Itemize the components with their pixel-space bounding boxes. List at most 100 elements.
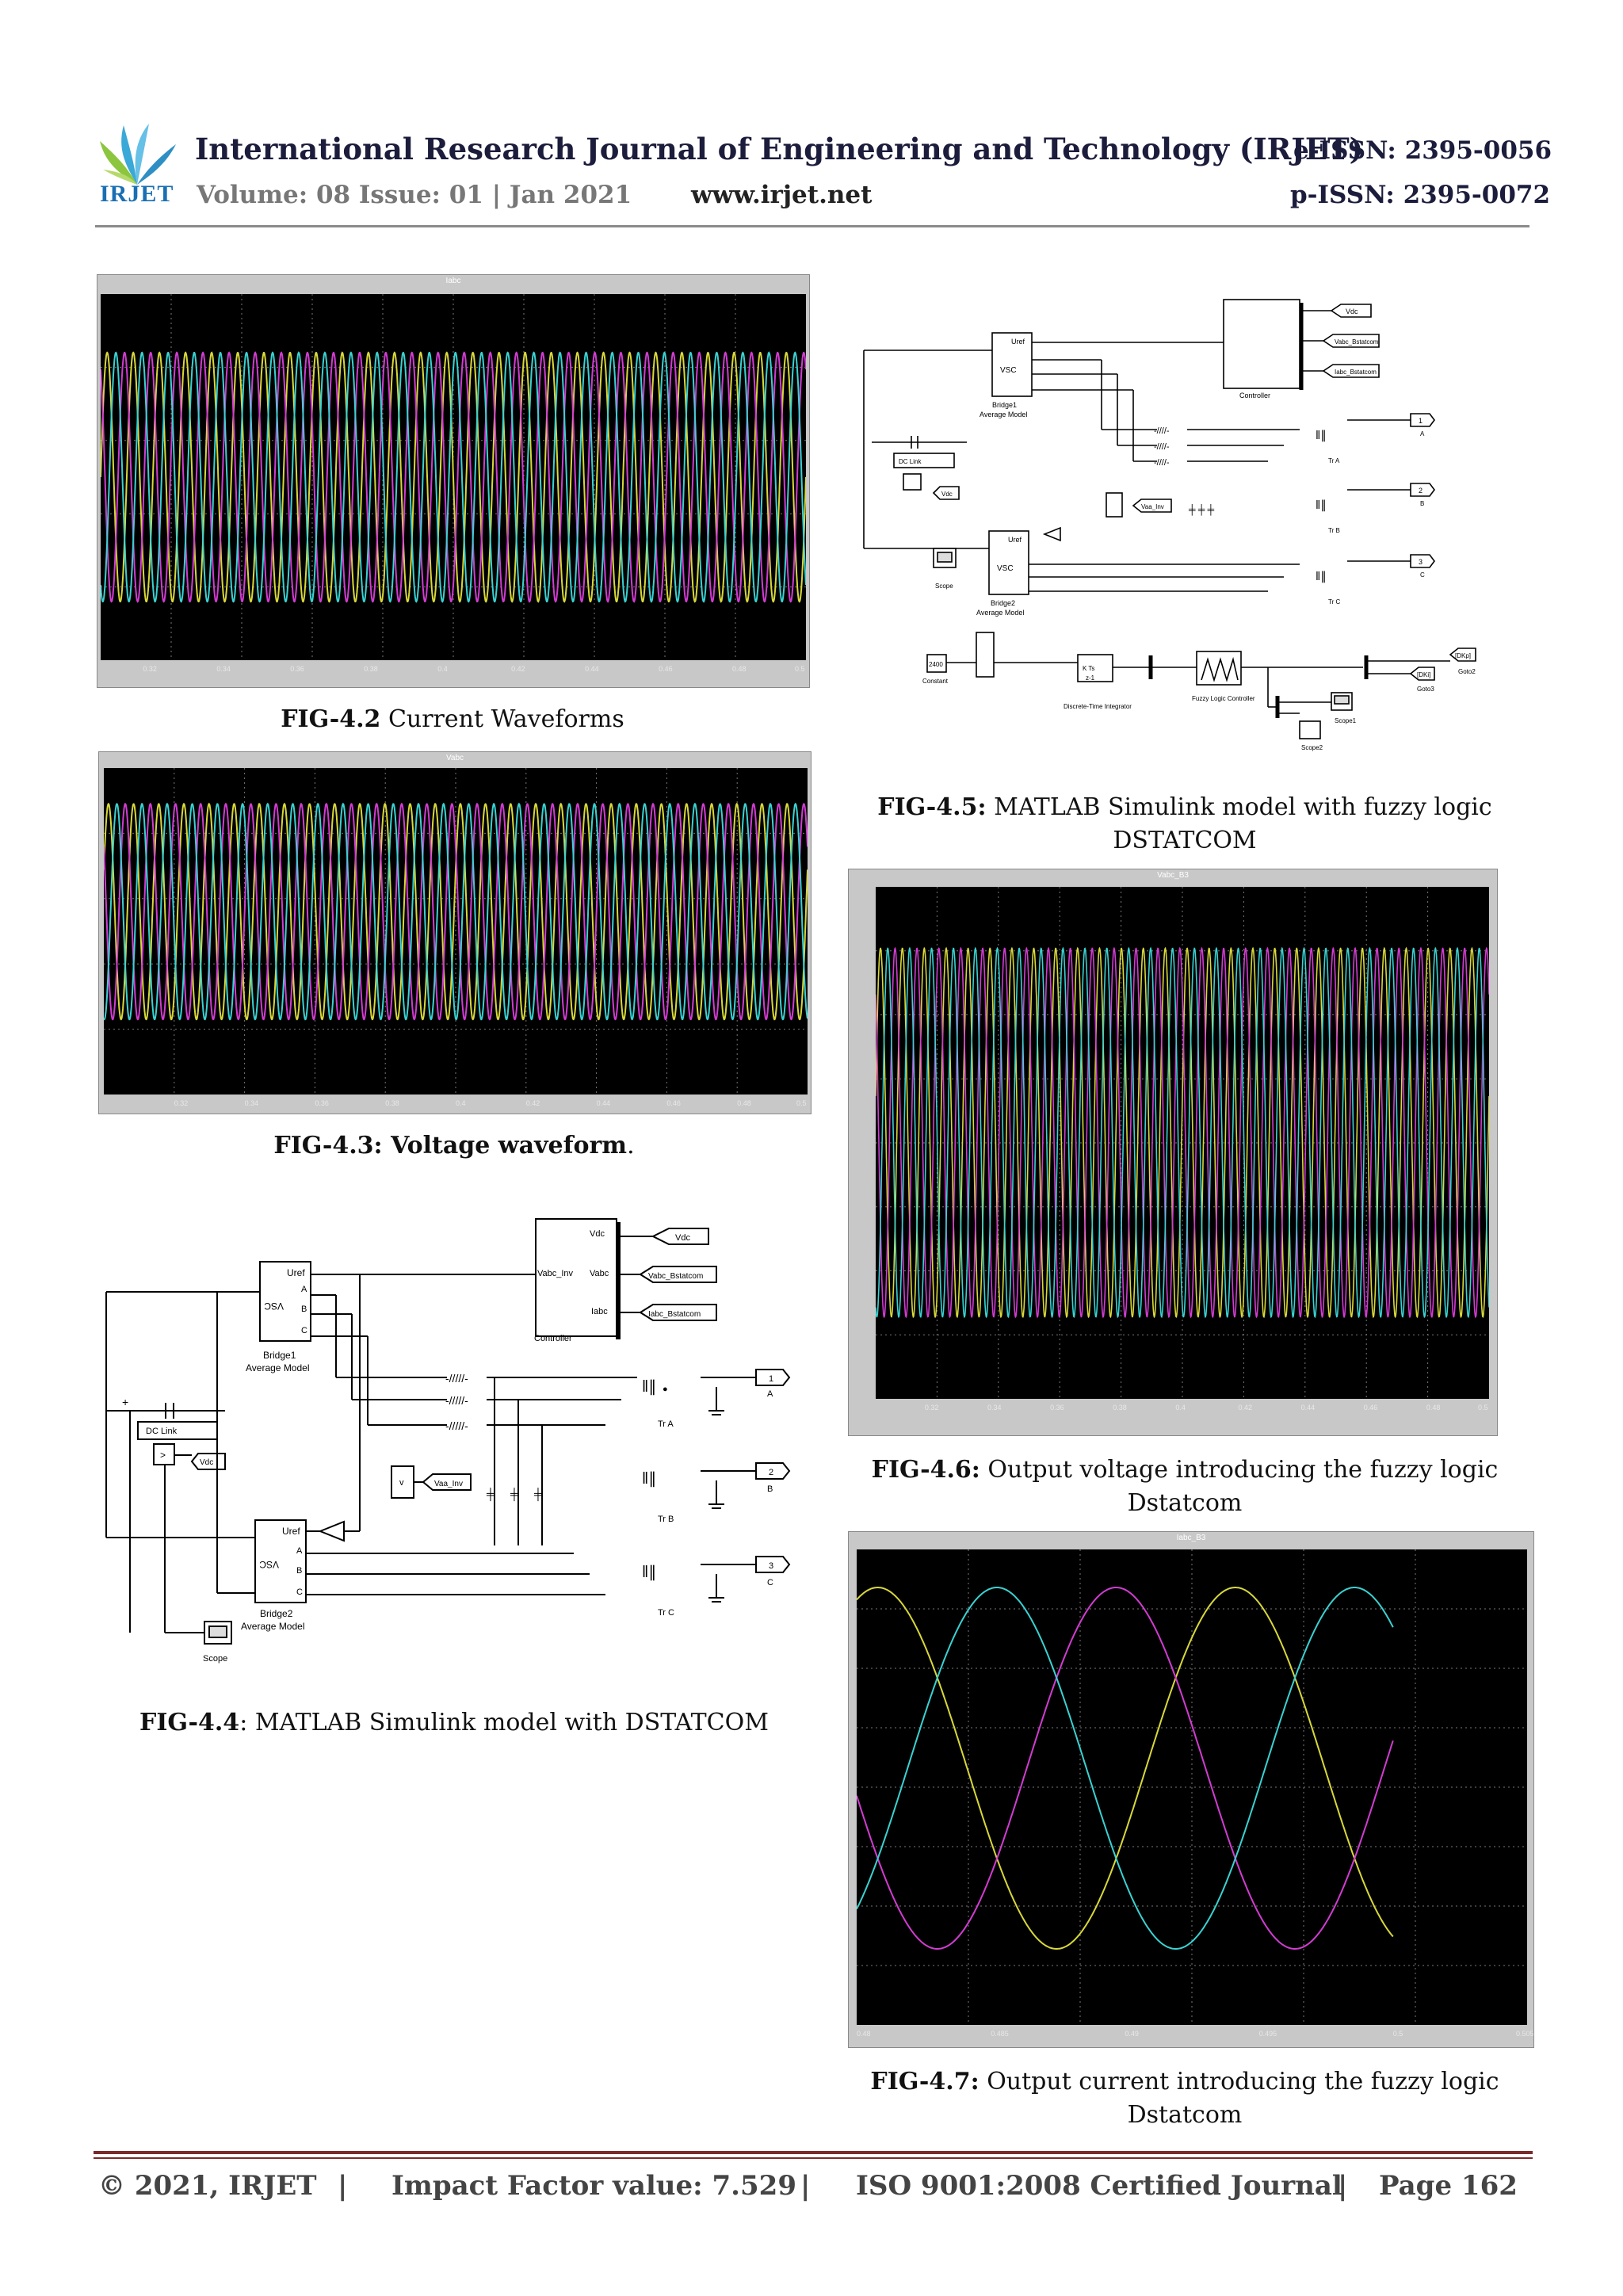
- svg-text:1: 1: [1419, 417, 1423, 425]
- svg-text:Vaa_Inv: Vaa_Inv: [1141, 503, 1164, 510]
- svg-text:B: B: [301, 1305, 307, 1314]
- svg-text:-////-: -////-: [1154, 426, 1170, 436]
- x-tick-label: 0.38: [364, 665, 378, 673]
- x-tick-label: 0.46: [659, 665, 673, 673]
- x-tick-label: 0.44: [597, 1099, 611, 1107]
- svg-text:C: C: [767, 1578, 773, 1587]
- x-tick-label: 0.44: [585, 665, 599, 673]
- svg-text:Fuzzy Logic Controller: Fuzzy Logic Controller: [1192, 695, 1255, 702]
- journal-website[interactable]: www.irjet.net: [691, 181, 873, 209]
- fig-4-7-caption: FIG-4.7: Output current introducing the …: [848, 2065, 1522, 2132]
- caption-text: Output voltage introducing the fuzzy log…: [980, 1456, 1499, 1484]
- svg-text:1: 1: [769, 1374, 773, 1384]
- svg-text:Scope2: Scope2: [1301, 744, 1323, 751]
- waveform-trace: [104, 802, 808, 1021]
- footer-iso: ISO 9001:2008 Certified Journal: [856, 2170, 1342, 2202]
- waveform-trace: [104, 802, 808, 1021]
- svg-text:3: 3: [1419, 558, 1423, 566]
- caption-number: FIG-4.2: [281, 705, 381, 733]
- svg-text:Iabc_Bstatcom: Iabc_Bstatcom: [1335, 369, 1377, 376]
- header-divider: [95, 225, 1529, 227]
- svg-text:Vabc_Inv: Vabc_Inv: [537, 1269, 574, 1278]
- x-tick-label: 0.48: [737, 1099, 751, 1107]
- x-tick-label: 0.4: [437, 665, 448, 673]
- fig-4-6-caption: FIG-4.6: Output voltage introducing the …: [848, 1454, 1522, 1520]
- svg-text:‖∥: ‖∥: [1316, 499, 1327, 512]
- svg-text:Scope: Scope: [935, 583, 953, 590]
- waveform-trace: [876, 946, 1489, 1319]
- caption-text: Current Waveforms: [380, 705, 624, 733]
- x-tick-label: 0.48: [857, 2030, 871, 2038]
- footer-separator: |: [1338, 2170, 1348, 2202]
- fig-4-3-caption: FIG-4.3: Voltage waveform.: [98, 1132, 810, 1159]
- svg-text:Uref: Uref: [287, 1267, 305, 1278]
- svg-text:Scope: Scope: [203, 1654, 227, 1664]
- svg-text:╪: ╪: [510, 1488, 518, 1502]
- caption-text-line2: Dstatcom: [1127, 2101, 1243, 2129]
- svg-text:Vdc: Vdc: [675, 1233, 690, 1243]
- footer-copyright: © 2021, IRJET: [98, 2170, 317, 2202]
- waveform-trace: [104, 802, 808, 1021]
- svg-text:3: 3: [769, 1561, 773, 1571]
- svg-text:VSC: VSC: [1000, 366, 1017, 375]
- x-tick-label: 0.42: [526, 1099, 540, 1107]
- irjet-logo: [94, 117, 181, 212]
- waveform-svg: [104, 768, 808, 1095]
- controller-label: Controller: [534, 1334, 572, 1343]
- scope-title: Vabc: [445, 754, 464, 762]
- svg-text:Tr B: Tr B: [1328, 527, 1340, 534]
- svg-text:Vabc_Bstatcom: Vabc_Bstatcom: [1335, 338, 1379, 346]
- waveform-svg: [876, 887, 1489, 1399]
- caption-text: MATLAB Simulink model with fuzzy logic: [986, 793, 1492, 821]
- svg-text:Bridge2: Bridge2: [260, 1608, 293, 1619]
- svg-text:C: C: [301, 1326, 307, 1335]
- svg-text:Tr C: Tr C: [658, 1608, 674, 1618]
- x-tick-label: 0.36: [1050, 1404, 1064, 1412]
- svg-text:Constant: Constant: [922, 678, 949, 685]
- svg-text:Vdc: Vdc: [1346, 308, 1358, 315]
- svg-text:A: A: [1420, 430, 1425, 437]
- x-tick-label: 0.485: [991, 2030, 1009, 2038]
- logo-text: IRJET: [100, 181, 174, 207]
- svg-text:Bridge2: Bridge2: [991, 599, 1015, 607]
- x-tick-label: 0.46: [666, 1099, 681, 1107]
- svg-text:Vaa_Inv: Vaa_Inv: [434, 1480, 463, 1488]
- waveform-trace: [876, 946, 1489, 1319]
- svg-text:v: v: [399, 1478, 404, 1488]
- x-tick-label: 0.49: [1125, 2030, 1139, 2038]
- x-tick-label: 0.34: [216, 665, 231, 673]
- caption-number: FIG-4.7:: [870, 2068, 980, 2095]
- svg-text:VSC: VSC: [997, 564, 1014, 573]
- svg-text:╪: ╪: [533, 1488, 542, 1502]
- waveform-trace: [101, 351, 806, 603]
- fig-4-2-caption: FIG-4.2 Current Waveforms: [97, 705, 808, 733]
- svg-text:A: A: [296, 1546, 303, 1556]
- svg-text:Vdc: Vdc: [200, 1458, 213, 1467]
- svg-text:>: >: [160, 1450, 166, 1461]
- svg-text:Bridge1: Bridge1: [263, 1350, 296, 1361]
- scope-title: Iabc: [445, 277, 461, 285]
- svg-text:Uref: Uref: [1011, 338, 1025, 346]
- scope-plot-area: [876, 887, 1489, 1399]
- waveform-trace: [876, 946, 1489, 1319]
- simulink-fuzzy-diagram: Controller Vdc Vabc_Bstatcom Iabc_Bstatc…: [856, 295, 1529, 778]
- svg-text:A: A: [301, 1285, 307, 1294]
- fig-4-5-caption: FIG-4.5: MATLAB Simulink model with fuzz…: [848, 791, 1522, 858]
- svg-text:VSC: VSC: [264, 1301, 284, 1312]
- footer-separator: |: [338, 2170, 348, 2202]
- journal-title: International Research Journal of Engine…: [195, 132, 1364, 166]
- scope-plot-area: [857, 1549, 1527, 2025]
- svg-text:‖∥: ‖∥: [1316, 570, 1327, 583]
- svg-text:●: ●: [663, 1385, 668, 1394]
- x-tick-label: 0.42: [1239, 1404, 1253, 1412]
- svg-text:Goto2: Goto2: [1458, 668, 1476, 675]
- svg-text:B: B: [296, 1566, 302, 1576]
- footer-impact-factor: Impact Factor value: 7.529: [391, 2170, 796, 2202]
- x-tick-label: 0.44: [1301, 1404, 1316, 1412]
- svg-text:-/////-: -/////-: [445, 1394, 468, 1407]
- svg-text:Average Model: Average Model: [241, 1621, 305, 1632]
